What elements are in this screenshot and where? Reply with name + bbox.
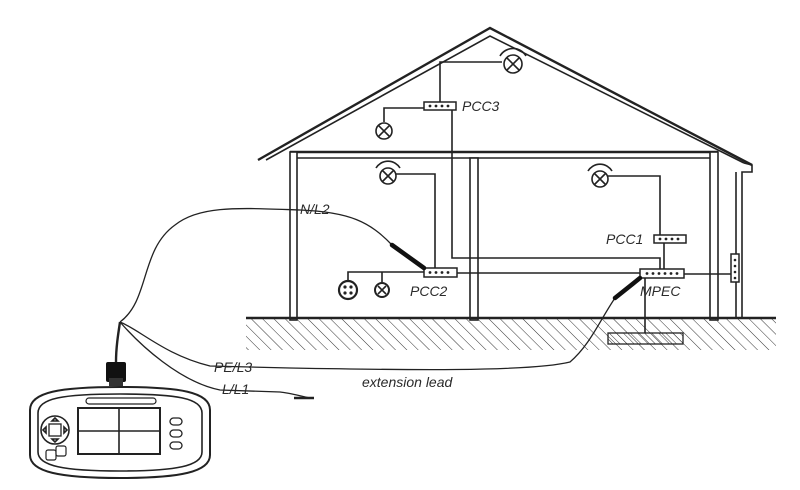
pcc2-box [423,267,458,278]
lamp-top [499,47,527,74]
probe-pe-l3 [612,275,643,301]
roof [257,26,753,167]
earth-electrode [607,332,684,345]
lamp-attic-left [375,122,393,140]
lead-pe-l3 [119,297,616,371]
instrument-cable [114,321,122,363]
lamp-room-right [587,163,613,188]
instrument-buttons [169,417,183,450]
test-instrument [29,362,211,480]
label-pe-l3: PE/L3 [214,359,252,375]
right-wall [709,151,719,321]
meter-box [730,253,740,283]
label-l-l1: L/L1 [222,381,249,397]
ground [246,318,776,350]
socket-right [374,282,390,298]
label-pcc3: PCC3 [462,98,500,114]
label-n-l2: N/L2 [300,201,330,217]
instrument-dpad [40,415,70,445]
lamp-room-left [375,160,401,185]
socket-left [337,279,359,301]
label-pcc1: PCC1 [606,231,643,247]
label-pcc2: PCC2 [410,283,448,299]
house [246,26,776,350]
middle-wall [469,157,479,321]
label-extension-lead: extension lead [362,374,454,390]
label-mpec: MPEC [640,283,681,299]
internal-wiring [347,61,736,282]
lead-l-l1 [119,321,311,399]
downpipe [741,162,753,318]
pcc3-box [423,101,457,111]
pcc1-box [653,234,687,244]
probe-n-l2 [389,242,427,271]
mpec-box [639,268,685,279]
left-wall [289,151,298,321]
test-leads [114,207,643,400]
lead-n-l2 [119,207,393,323]
instrument-plug [106,362,126,382]
